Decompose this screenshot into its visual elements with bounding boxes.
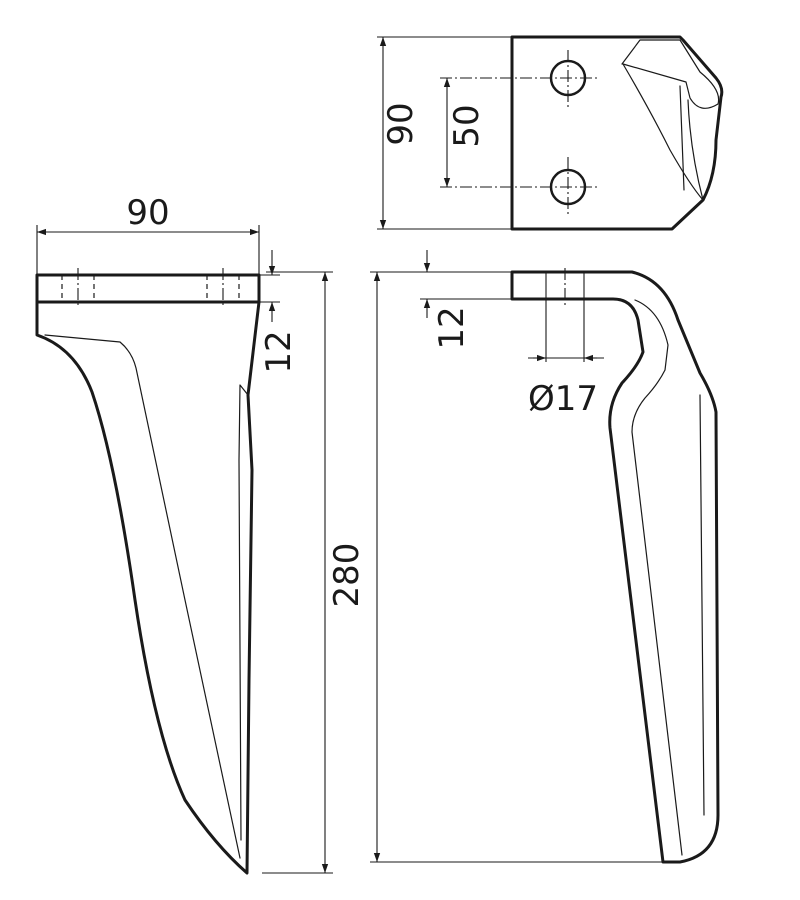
dim-plate-thickness-right: 12 [420,250,512,350]
side-view-outline [510,270,720,864]
dim-plate-thickness-left: 12 [259,250,299,374]
side-view [510,268,720,864]
dim-label-hole-spacing: 50 [447,104,487,147]
dim-hole-spacing: 50 [443,78,487,187]
front-view [35,268,261,875]
top-view-blade-profile [621,39,720,109]
dim-label-plate-thickness-left: 12 [259,330,299,373]
dim-label-top-plate-height: 90 [381,102,421,145]
top-view-bevel-line [679,85,685,191]
front-view-blade-inner-line [44,334,241,859]
top-view [440,35,724,231]
side-view-inner-line [631,299,683,856]
dim-label-hole-diameter: Ø17 [528,379,598,419]
dim-label-plate-thickness-right: 12 [432,306,472,349]
front-view-blade-edge [238,384,249,841]
front-view-flange [35,273,261,304]
dim-hole-diameter: Ø17 [528,354,604,419]
dim-label-plate-width: 90 [126,193,169,233]
front-view-blade-outline [35,300,261,875]
dim-total-length: 280 [262,271,367,874]
dim-plate-width: 90 [36,193,260,275]
dim-top-plate-height: 90 [377,36,512,230]
top-view-plate-outline [510,35,724,231]
dim-label-total-length: 280 [327,543,367,608]
dim-side-length [370,271,663,863]
side-view-back-edge [699,394,705,816]
top-view-blade-edge-inner [687,99,704,201]
top-view-blade-edge [622,63,704,201]
